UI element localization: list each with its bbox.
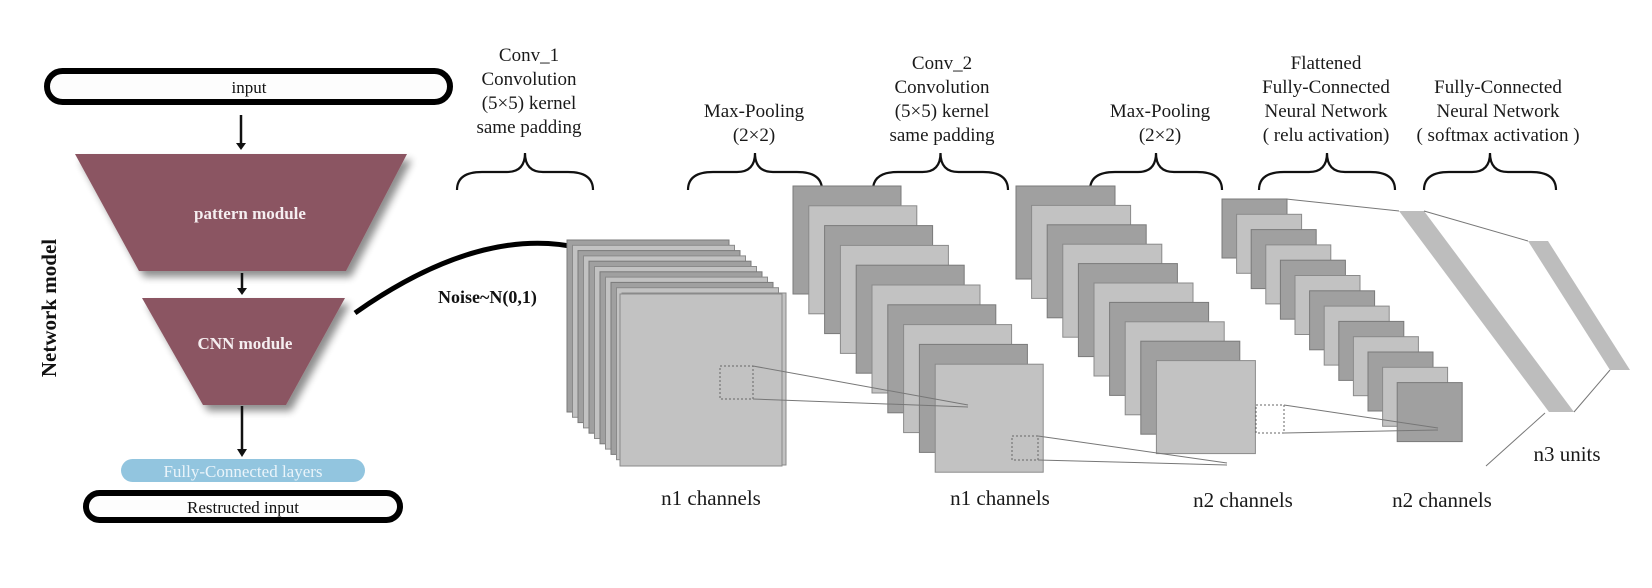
cnn-module-shape — [142, 298, 345, 405]
stage-caption-line: Convolution — [894, 77, 990, 98]
restructed-input-label: Restructed input — [187, 498, 299, 517]
arrow-head-icon — [236, 143, 246, 150]
dense-layers — [1285, 198, 1630, 467]
stage-caption-line: same padding — [476, 117, 582, 138]
conv2-feature-maps — [1015, 185, 1256, 455]
kernel-connector — [1283, 404, 1439, 429]
conv1-feature-maps — [566, 239, 787, 467]
fc-connector-bottom — [1485, 412, 1546, 467]
brace-icon — [1422, 152, 1558, 191]
stage-caption-line: Max-Pooling — [1110, 101, 1211, 122]
feature-map — [1155, 360, 1256, 455]
stage-pool1: Max-Pooling (2×2) — [686, 101, 824, 191]
stage-caption-line: Convolution — [481, 69, 577, 90]
channel-label: n2 channels — [1193, 488, 1293, 512]
brace-icon — [871, 152, 1010, 191]
stage-caption-line: ( relu activation) — [1263, 125, 1390, 146]
kernel-window — [1011, 435, 1039, 461]
stage-caption-line: Max-Pooling — [704, 101, 805, 122]
brace-icon — [1088, 152, 1224, 191]
network-model-panel: Network model input pattern module CNN m… — [37, 68, 453, 523]
dense-layer-relu — [1399, 211, 1574, 412]
feature-map-front — [619, 293, 783, 467]
pattern-module: pattern module — [75, 154, 407, 271]
units-label: n3 units — [1533, 442, 1600, 466]
brace-icon — [455, 152, 595, 191]
fc-connector-top — [1285, 198, 1400, 212]
stage-caption-line: (5×5) kernel — [895, 101, 990, 122]
stage-caption-line: Neural Network — [1437, 101, 1560, 122]
kernel-window — [1255, 404, 1285, 434]
cnn-module: CNN module — [142, 298, 345, 405]
stage-caption-line: Fully-Connected — [1262, 77, 1390, 98]
brace-icon — [1257, 152, 1397, 191]
stage-caption-line: Neural Network — [1265, 101, 1388, 122]
dense-connector-top — [1423, 210, 1529, 242]
dense-layer-softmax — [1528, 241, 1630, 370]
arrow-head-icon — [237, 449, 247, 457]
stage-caption-line: same padding — [889, 125, 995, 146]
kernel-connector — [1037, 459, 1228, 466]
stage-caption-line: (5×5) kernel — [482, 93, 577, 114]
kernel-connector — [752, 365, 969, 406]
stage-caption-line: Fully-Connected — [1434, 77, 1562, 98]
stage-caption-line: ( softmax activation ) — [1416, 125, 1579, 146]
stage-caption-line: Conv_1 — [499, 45, 559, 66]
channel-label: n1 channels — [661, 486, 761, 510]
stage-caption-line: (2×2) — [733, 125, 775, 146]
network-model-label: Network model — [37, 239, 61, 377]
stage-pool2: Max-Pooling (2×2) — [1088, 101, 1224, 191]
pool2-feature-maps — [1221, 198, 1463, 443]
stage-caption-line: Conv_2 — [912, 53, 972, 74]
channel-label: n1 channels — [950, 486, 1050, 510]
channel-label: n2 channels — [1392, 488, 1492, 512]
input-box: input — [44, 68, 453, 105]
feature-map — [934, 363, 1044, 473]
bottom-labels: n1 channels n1 channels n2 channels n2 c… — [661, 442, 1600, 512]
brace-icon — [686, 152, 824, 191]
noise-label: Noise~N(0,1) — [438, 287, 537, 308]
kernel-connector — [1037, 435, 1228, 464]
fc-layers-label: Fully-Connected layers — [163, 462, 322, 481]
input-label: input — [232, 78, 267, 97]
kernel-connector — [1283, 429, 1439, 434]
stage-caption-line: (2×2) — [1139, 125, 1181, 146]
pattern-module-label: pattern module — [194, 204, 306, 223]
fc-layers-box: Fully-Connected layers — [121, 459, 365, 482]
feature-map — [1396, 382, 1463, 443]
cnn-module-label: CNN module — [198, 334, 293, 353]
kernel-connector — [752, 398, 969, 408]
feature-maps — [566, 185, 1463, 473]
pool1-feature-maps — [792, 185, 1044, 473]
restructed-input-box: Restructed input — [83, 490, 403, 523]
pattern-module-shape — [75, 154, 407, 271]
kernel-window — [719, 365, 754, 400]
stage-caption-line: Flattened — [1291, 53, 1362, 74]
dense-connector-bottom — [1573, 369, 1611, 413]
arrow-head-icon — [237, 288, 247, 295]
